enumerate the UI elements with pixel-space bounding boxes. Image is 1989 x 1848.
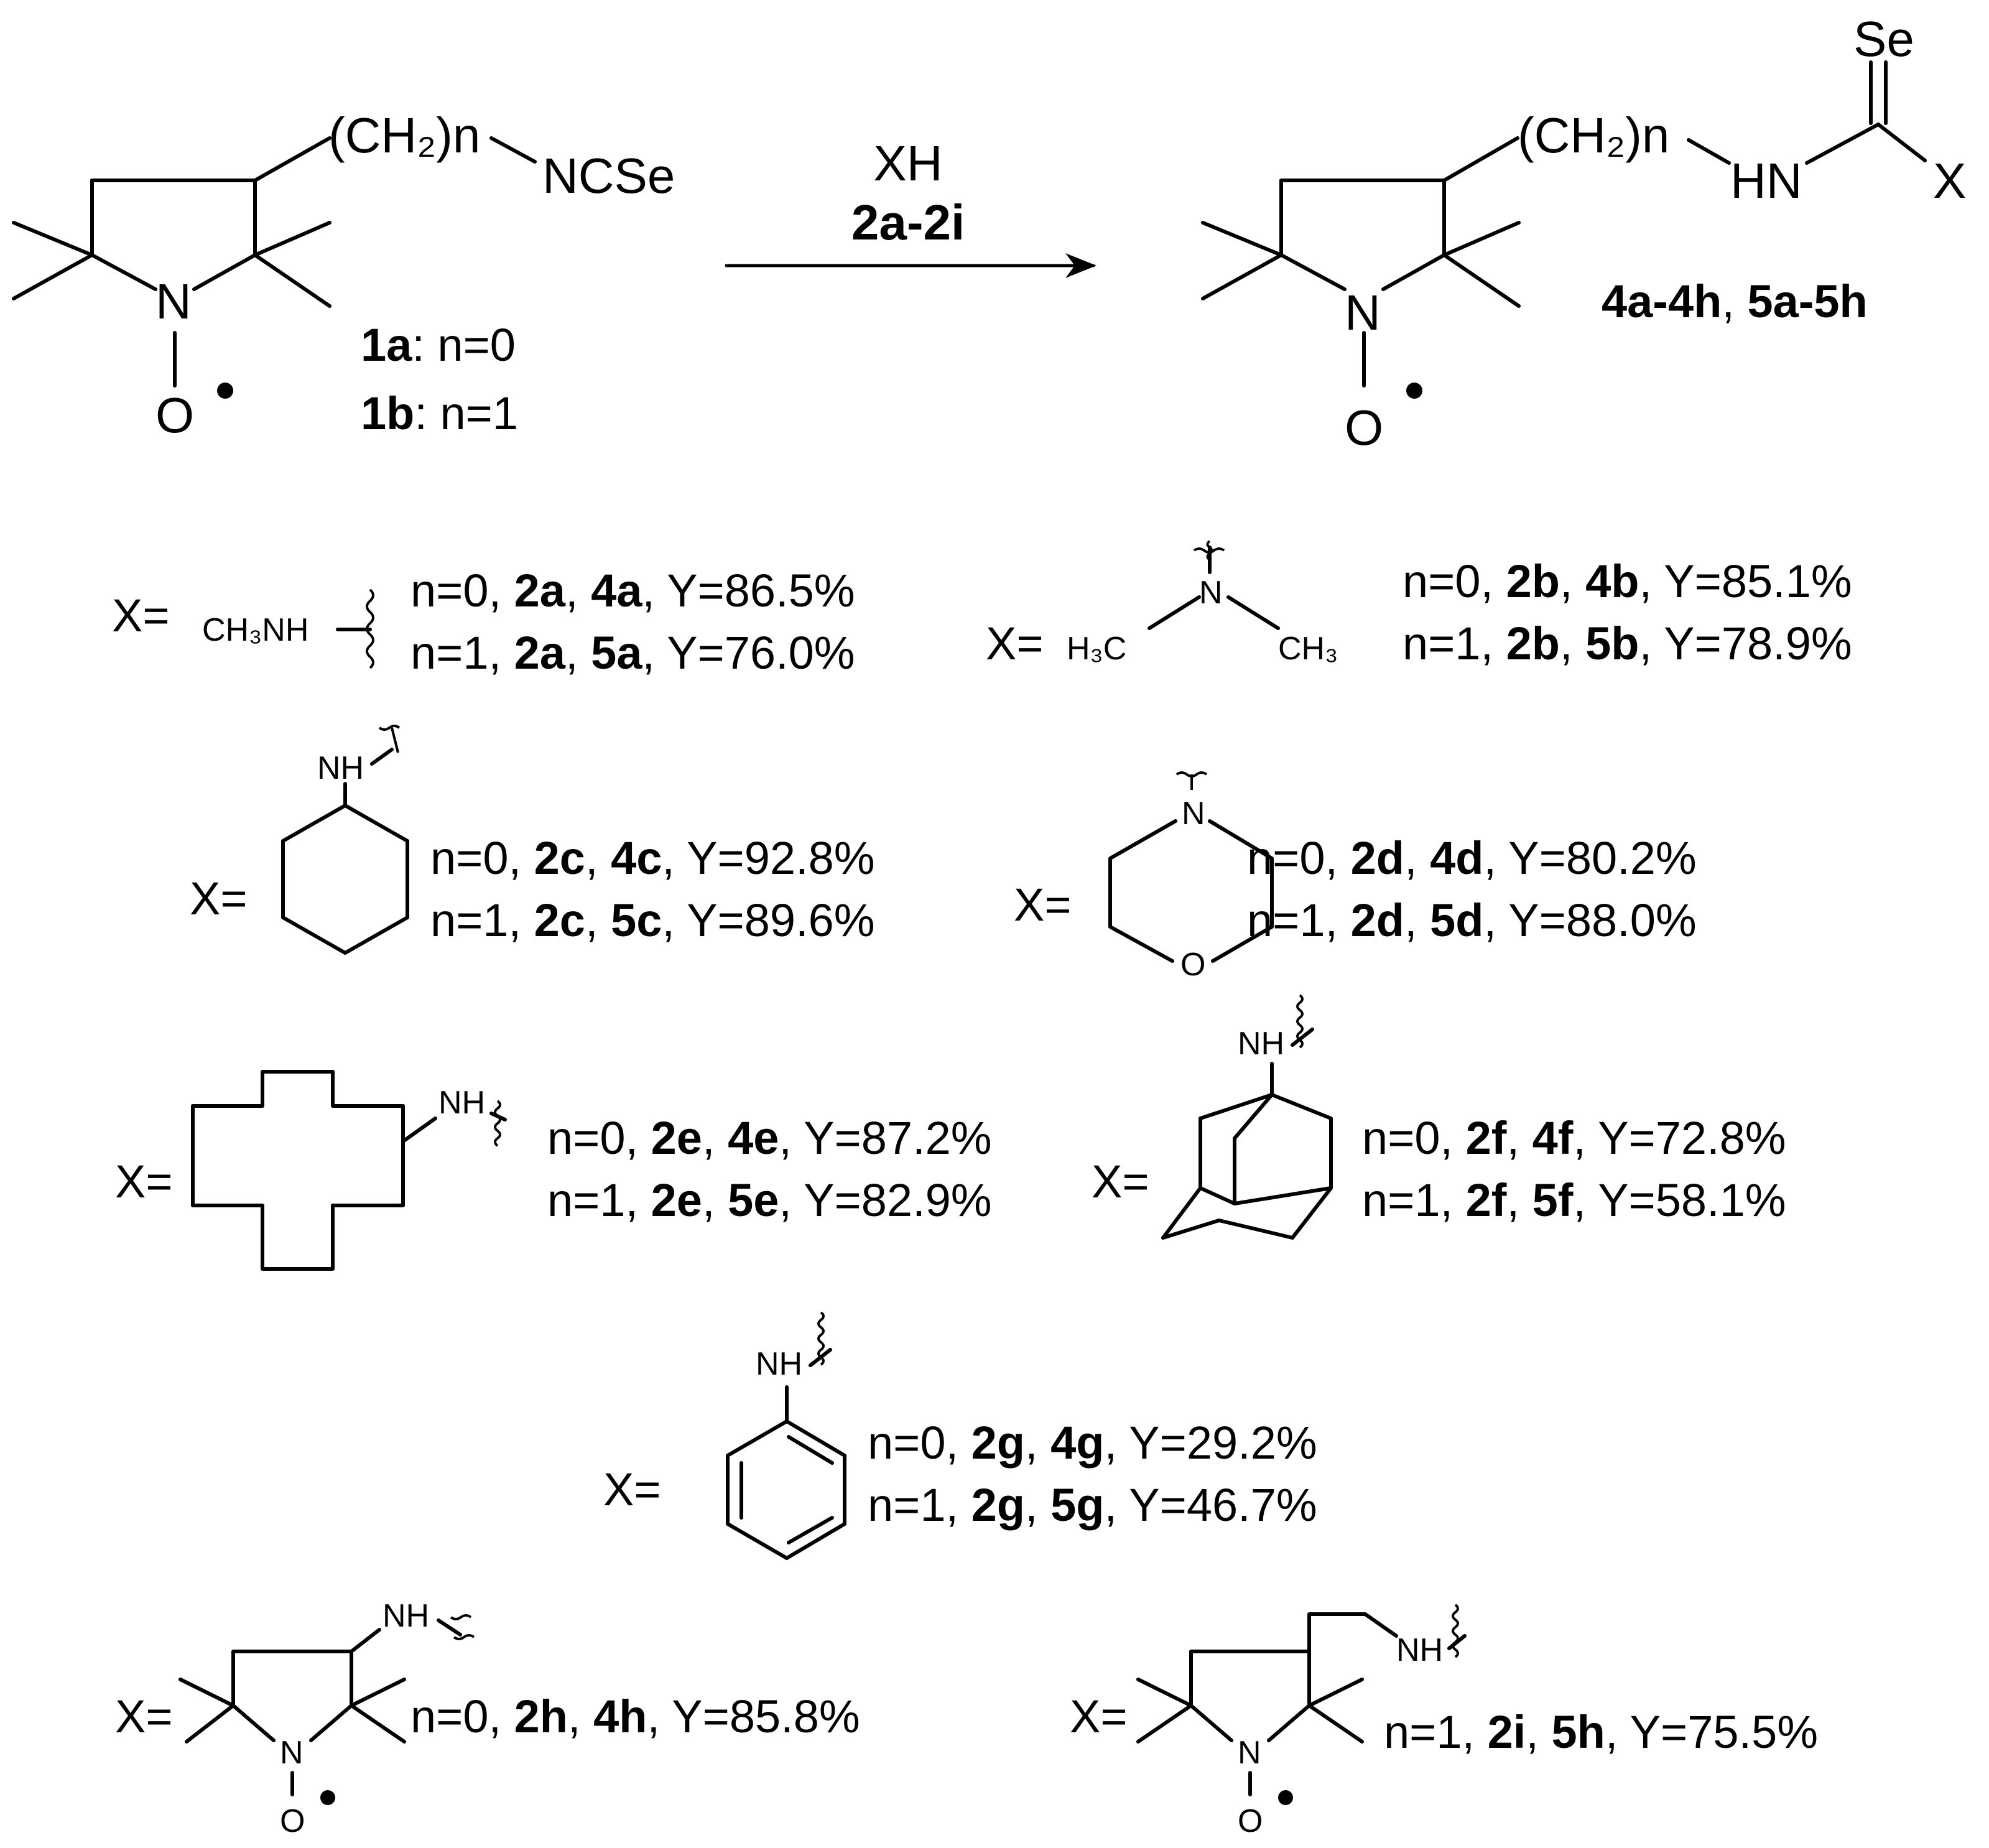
reactant-n-atom: N [155,274,192,329]
reactant-structure: N O (CH₂)n NCSe 1a: n=0 1b: n=1 [14,108,675,443]
x-equals-2i: X= [1070,1691,1128,1742]
nitroxide-2i-nh-label: NH [1396,1632,1443,1668]
x-equals-2a: X= [112,590,170,641]
x-equals-2g: X= [603,1464,661,1515]
entry-2c-row-2: n=1, 2c, 5c, Y=89.6% [430,894,875,946]
x-equals-2f: X= [1092,1156,1149,1207]
adamantyl-nh-label: NH [1238,1026,1284,1062]
reaction-arrow: XH 2a-2i [725,136,1096,278]
morpholine-o-atom: O [1180,947,1205,983]
entry-2g-row-1: n=0, 2g, 4g, Y=29.2% [868,1417,1317,1469]
entry-2f-row-2: n=1, 2f, 5f, Y=58.1% [1362,1174,1786,1226]
product-structure: N O (CH₂)n HN Se X 4a-4h, 5a-5h [1203,11,1966,455]
compound-label-1b: 1b: n=1 [361,388,518,439]
reactant-chain-label: (CH₂)n [328,108,480,163]
entry-2a-row-2: n=1, 2a, 5a, Y=76.0% [410,627,855,679]
x-equals-2h: X= [115,1691,173,1742]
substituent-2e: X= NH n=0, 2e, 4e, Y=87.2% n=1, 2e, 5e, … [115,1070,992,1271]
compound-label-1a: 1a: n=0 [361,319,516,371]
entry-2f-row-1: n=0, 2f, 4f, Y=72.8% [1362,1112,1786,1164]
x-equals-2d: X= [1014,879,1072,931]
entry-2a-row-1: n=0, 2a, 4a, Y=86.5% [410,565,855,616]
product-compound-labels: 4a-4h, 5a-5h [1602,276,1868,327]
entry-2d-row-1: n=0, 2d, 4d, Y=80.2% [1247,832,1697,884]
substituent-2c: X= NH n=0, 2c, 4c, Y=92.8% n=1, 2c, 5c, … [190,725,875,955]
nitroxide-2h-n-atom: N [280,1735,304,1771]
arrow-reagent-label: XH [873,136,942,191]
entry-2b-row-1: n=0, 2b, 4b, Y=85.1% [1402,555,1852,607]
entry-2e-row-2: n=1, 2e, 5e, Y=82.9% [547,1174,992,1226]
cyclododecyl-nh-label: NH [438,1085,485,1121]
substituent-2g: X= NH n=0, 2g, 4g, Y=29.2% n=1, 2g, 5g, … [603,1311,1317,1560]
x-equals-2c: X= [190,873,248,924]
product-x-label: X [1933,153,1966,208]
dimethylamine-methyl-right: CH₃ [1278,631,1338,667]
substituent-2f: X= NH n=0, 2f, 4f, Y=72.8% n=1, 2f, 5f, … [1092,994,1786,1240]
nitroxide-2i-o-atom: O [1238,1803,1263,1839]
entry-2e-row-1: n=0, 2e, 4e, Y=87.2% [547,1112,992,1164]
substituent-2a: X= CH₃NH n=0, 2a, 4a, Y=86.5% n=1, 2a, 5… [112,565,855,679]
entry-2h-row-1: n=0, 2h, 4h, Y=85.8% [410,1691,860,1742]
x-equals-2b: X= [986,618,1044,669]
entry-2b-row-2: n=1, 2b, 5b, Y=78.9% [1402,618,1852,669]
entry-2d-row-2: n=1, 2d, 5d, Y=88.0% [1247,894,1697,946]
substituent-2h: X= N O NH n=0, 2h, 4h, Y=85.8% [115,1598,860,1839]
substituent-2i: X= N O NH n=1, 2i, 5h, Y=75.5% [1070,1604,1818,1839]
arrow-reagent-range: 2a-2i [851,195,965,250]
product-o-atom: O [1345,400,1383,455]
entry-2c-row-1: n=0, 2c, 4c, Y=92.8% [430,832,875,884]
reactant-ncse-label: NCSe [542,148,675,203]
cyclohexyl-nh-label: NH [317,750,364,786]
morpholine-n-atom: N [1182,796,1205,832]
x-equals-2e: X= [115,1156,173,1207]
entry-2i-row-1: n=1, 2i, 5h, Y=75.5% [1384,1706,1818,1758]
dimethylamine-methyl-left: H₃C [1067,631,1126,667]
reactant-o-atom: O [155,388,194,443]
product-n-atom: N [1345,285,1381,340]
anilino-nh-label: NH [756,1346,802,1382]
methylamine-label: CH₃NH [202,612,308,648]
product-chain-label: (CH₂)n [1518,108,1669,163]
substituent-2b: X= N H₃C CH₃ n=0, 2b, 4b, Y=85.1% n=1, 2… [986,540,1852,669]
nitroxide-2h-o-atom: O [280,1803,305,1839]
nitroxide-2i-n-atom: N [1238,1735,1261,1771]
product-se-label: Se [1853,11,1914,67]
substituent-2d: X= N O n=0, 2d, 4d, Y=80.2% n=1, 2d, 5d,… [1014,771,1697,983]
product-hn-label: HN [1730,153,1802,208]
entry-2g-row-2: n=1, 2g, 5g, Y=46.7% [868,1479,1317,1531]
nitroxide-2h-nh-label: NH [382,1598,429,1634]
dimethylamine-n-atom: N [1199,575,1223,611]
